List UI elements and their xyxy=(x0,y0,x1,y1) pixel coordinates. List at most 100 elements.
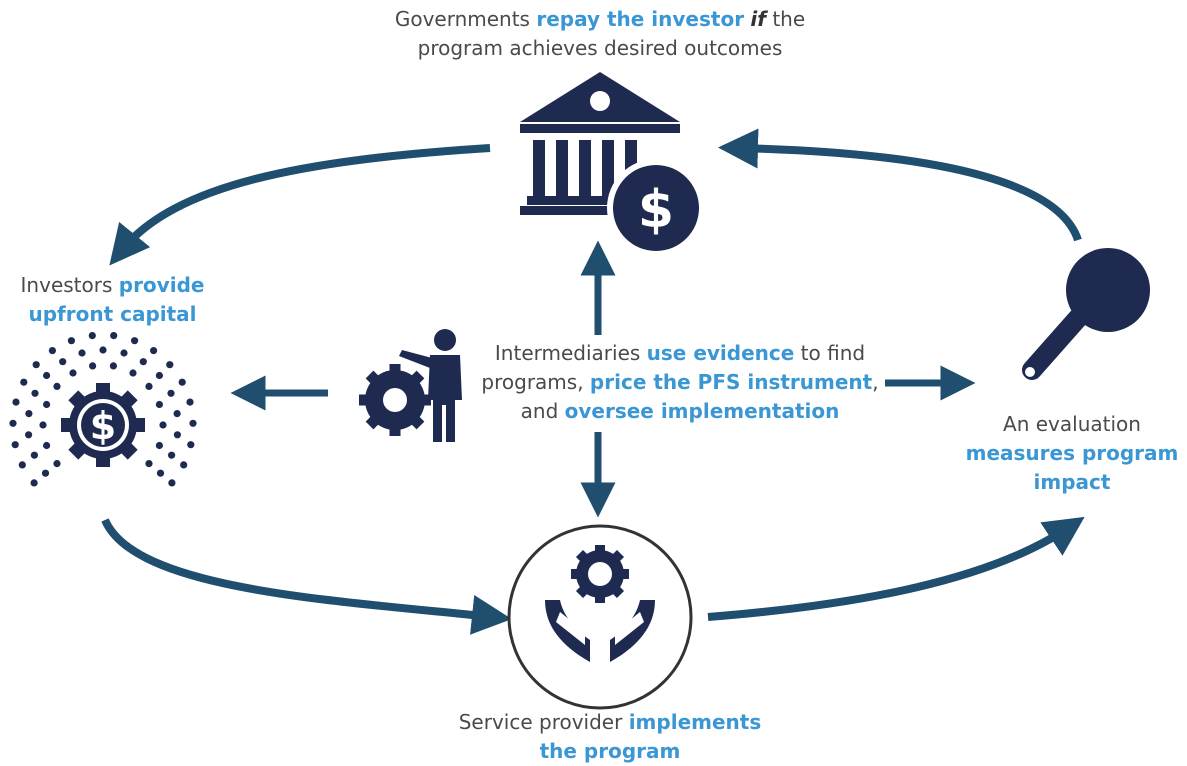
dot xyxy=(30,479,38,487)
investors-label-line1: Investors provide xyxy=(10,271,215,300)
service-provider-text: Service provider xyxy=(458,710,629,734)
government-label: Governments repay the investor if the pr… xyxy=(340,5,860,63)
dot xyxy=(168,479,176,487)
dot xyxy=(189,419,197,427)
investors-highlight-2: upfront capital xyxy=(28,302,197,326)
service-provider-highlight-2: the program xyxy=(539,739,681,763)
gear-tooth xyxy=(119,390,138,409)
gear-tooth xyxy=(409,370,425,386)
dot xyxy=(156,469,165,477)
dot xyxy=(155,441,163,450)
gear-tooth xyxy=(571,569,580,579)
gear-tooth xyxy=(96,383,110,395)
dot xyxy=(78,349,86,357)
government-highlight: repay the investor xyxy=(536,7,745,31)
dot xyxy=(131,337,139,345)
intermediaries-highlight-3: oversee implementation xyxy=(564,399,840,423)
government-text: Governments xyxy=(394,7,537,31)
gear-tooth xyxy=(61,418,73,432)
bank-dollar-icon: $ xyxy=(520,72,705,257)
gear-tooth xyxy=(389,364,401,374)
gear-tooth xyxy=(133,418,145,432)
investors-text: Investors xyxy=(20,273,119,297)
intermediaries-text-5: and xyxy=(520,399,565,423)
service-provider-line1: Service provider implements xyxy=(400,708,820,737)
gear-dollar-icon: $ xyxy=(9,332,197,487)
evaluation-highlight-2: impact xyxy=(1033,470,1111,494)
dot xyxy=(187,441,195,449)
gear-tooth xyxy=(365,370,381,386)
dot xyxy=(32,361,40,369)
dot xyxy=(12,398,20,406)
dot xyxy=(99,346,107,354)
dot xyxy=(109,362,117,370)
intermediaries-text-4: , xyxy=(872,370,879,394)
dot xyxy=(145,460,153,468)
dot xyxy=(59,358,67,366)
gear-tooth xyxy=(365,414,381,430)
svg-text:$: $ xyxy=(90,404,116,448)
arrow-service-to-evaluation xyxy=(707,516,1085,621)
dot xyxy=(110,332,118,340)
dot xyxy=(186,398,194,406)
evaluation-highlight-1: measures program xyxy=(965,441,1179,465)
dot xyxy=(89,362,97,370)
dot xyxy=(20,378,28,386)
intermediaries-highlight-1: use evidence xyxy=(646,341,795,365)
dot xyxy=(41,469,50,477)
government-label-line2: program achieves desired outcomes xyxy=(417,36,783,60)
dot xyxy=(155,371,163,380)
gear-tooth xyxy=(610,584,625,599)
arrow-government-to-investors xyxy=(109,144,491,266)
gear-tooth xyxy=(68,441,87,460)
gear-tooth xyxy=(620,569,629,579)
dot xyxy=(25,431,33,439)
dot xyxy=(173,410,181,418)
dot xyxy=(25,410,33,418)
dot xyxy=(150,347,158,355)
dot xyxy=(11,441,19,449)
presenter-gear-icon xyxy=(359,329,462,442)
dot xyxy=(145,382,153,390)
government-if: if xyxy=(750,7,766,31)
gear-tooth xyxy=(68,390,87,409)
gear-tooth xyxy=(610,549,625,564)
gear-tooth xyxy=(96,455,110,467)
dot xyxy=(31,389,39,397)
dot xyxy=(43,371,51,380)
government-the: the xyxy=(765,7,806,31)
gear-tooth xyxy=(595,594,605,603)
arrow-evaluation-to-government xyxy=(718,128,1082,242)
gear-tooth xyxy=(575,549,590,564)
dot xyxy=(139,358,147,366)
dot xyxy=(53,382,61,390)
dot xyxy=(39,421,47,429)
gear-tooth xyxy=(595,545,605,554)
dot xyxy=(180,461,188,469)
intermediaries-text-3: programs, xyxy=(481,370,590,394)
dot xyxy=(53,460,61,468)
intermediaries-label: Intermediaries use evidence to find prog… xyxy=(470,339,890,426)
dot xyxy=(18,461,26,469)
gear-tooth xyxy=(119,441,138,460)
dot xyxy=(178,378,186,386)
intermediaries-line2: programs, price the PFS instrument, xyxy=(470,368,890,397)
dot xyxy=(43,441,51,450)
evaluation-text: An evaluation xyxy=(1003,412,1141,436)
dot xyxy=(166,361,174,369)
investors-highlight-1: provide xyxy=(118,273,205,297)
dot xyxy=(30,451,38,459)
dot xyxy=(168,451,176,459)
gear-tooth xyxy=(409,414,425,430)
intermediaries-text-1: Intermediaries xyxy=(494,341,647,365)
government-label-line1: Governments repay the investor if the xyxy=(340,5,860,34)
dot xyxy=(48,347,57,355)
magnifier-icon xyxy=(1022,248,1150,380)
arrow-investors-to-service xyxy=(101,518,512,635)
service-provider-label: Service provider implements the program xyxy=(400,708,820,766)
svg-text:$: $ xyxy=(638,180,674,240)
intermediaries-line1: Intermediaries use evidence to find xyxy=(470,339,890,368)
gear-tooth xyxy=(389,426,401,436)
